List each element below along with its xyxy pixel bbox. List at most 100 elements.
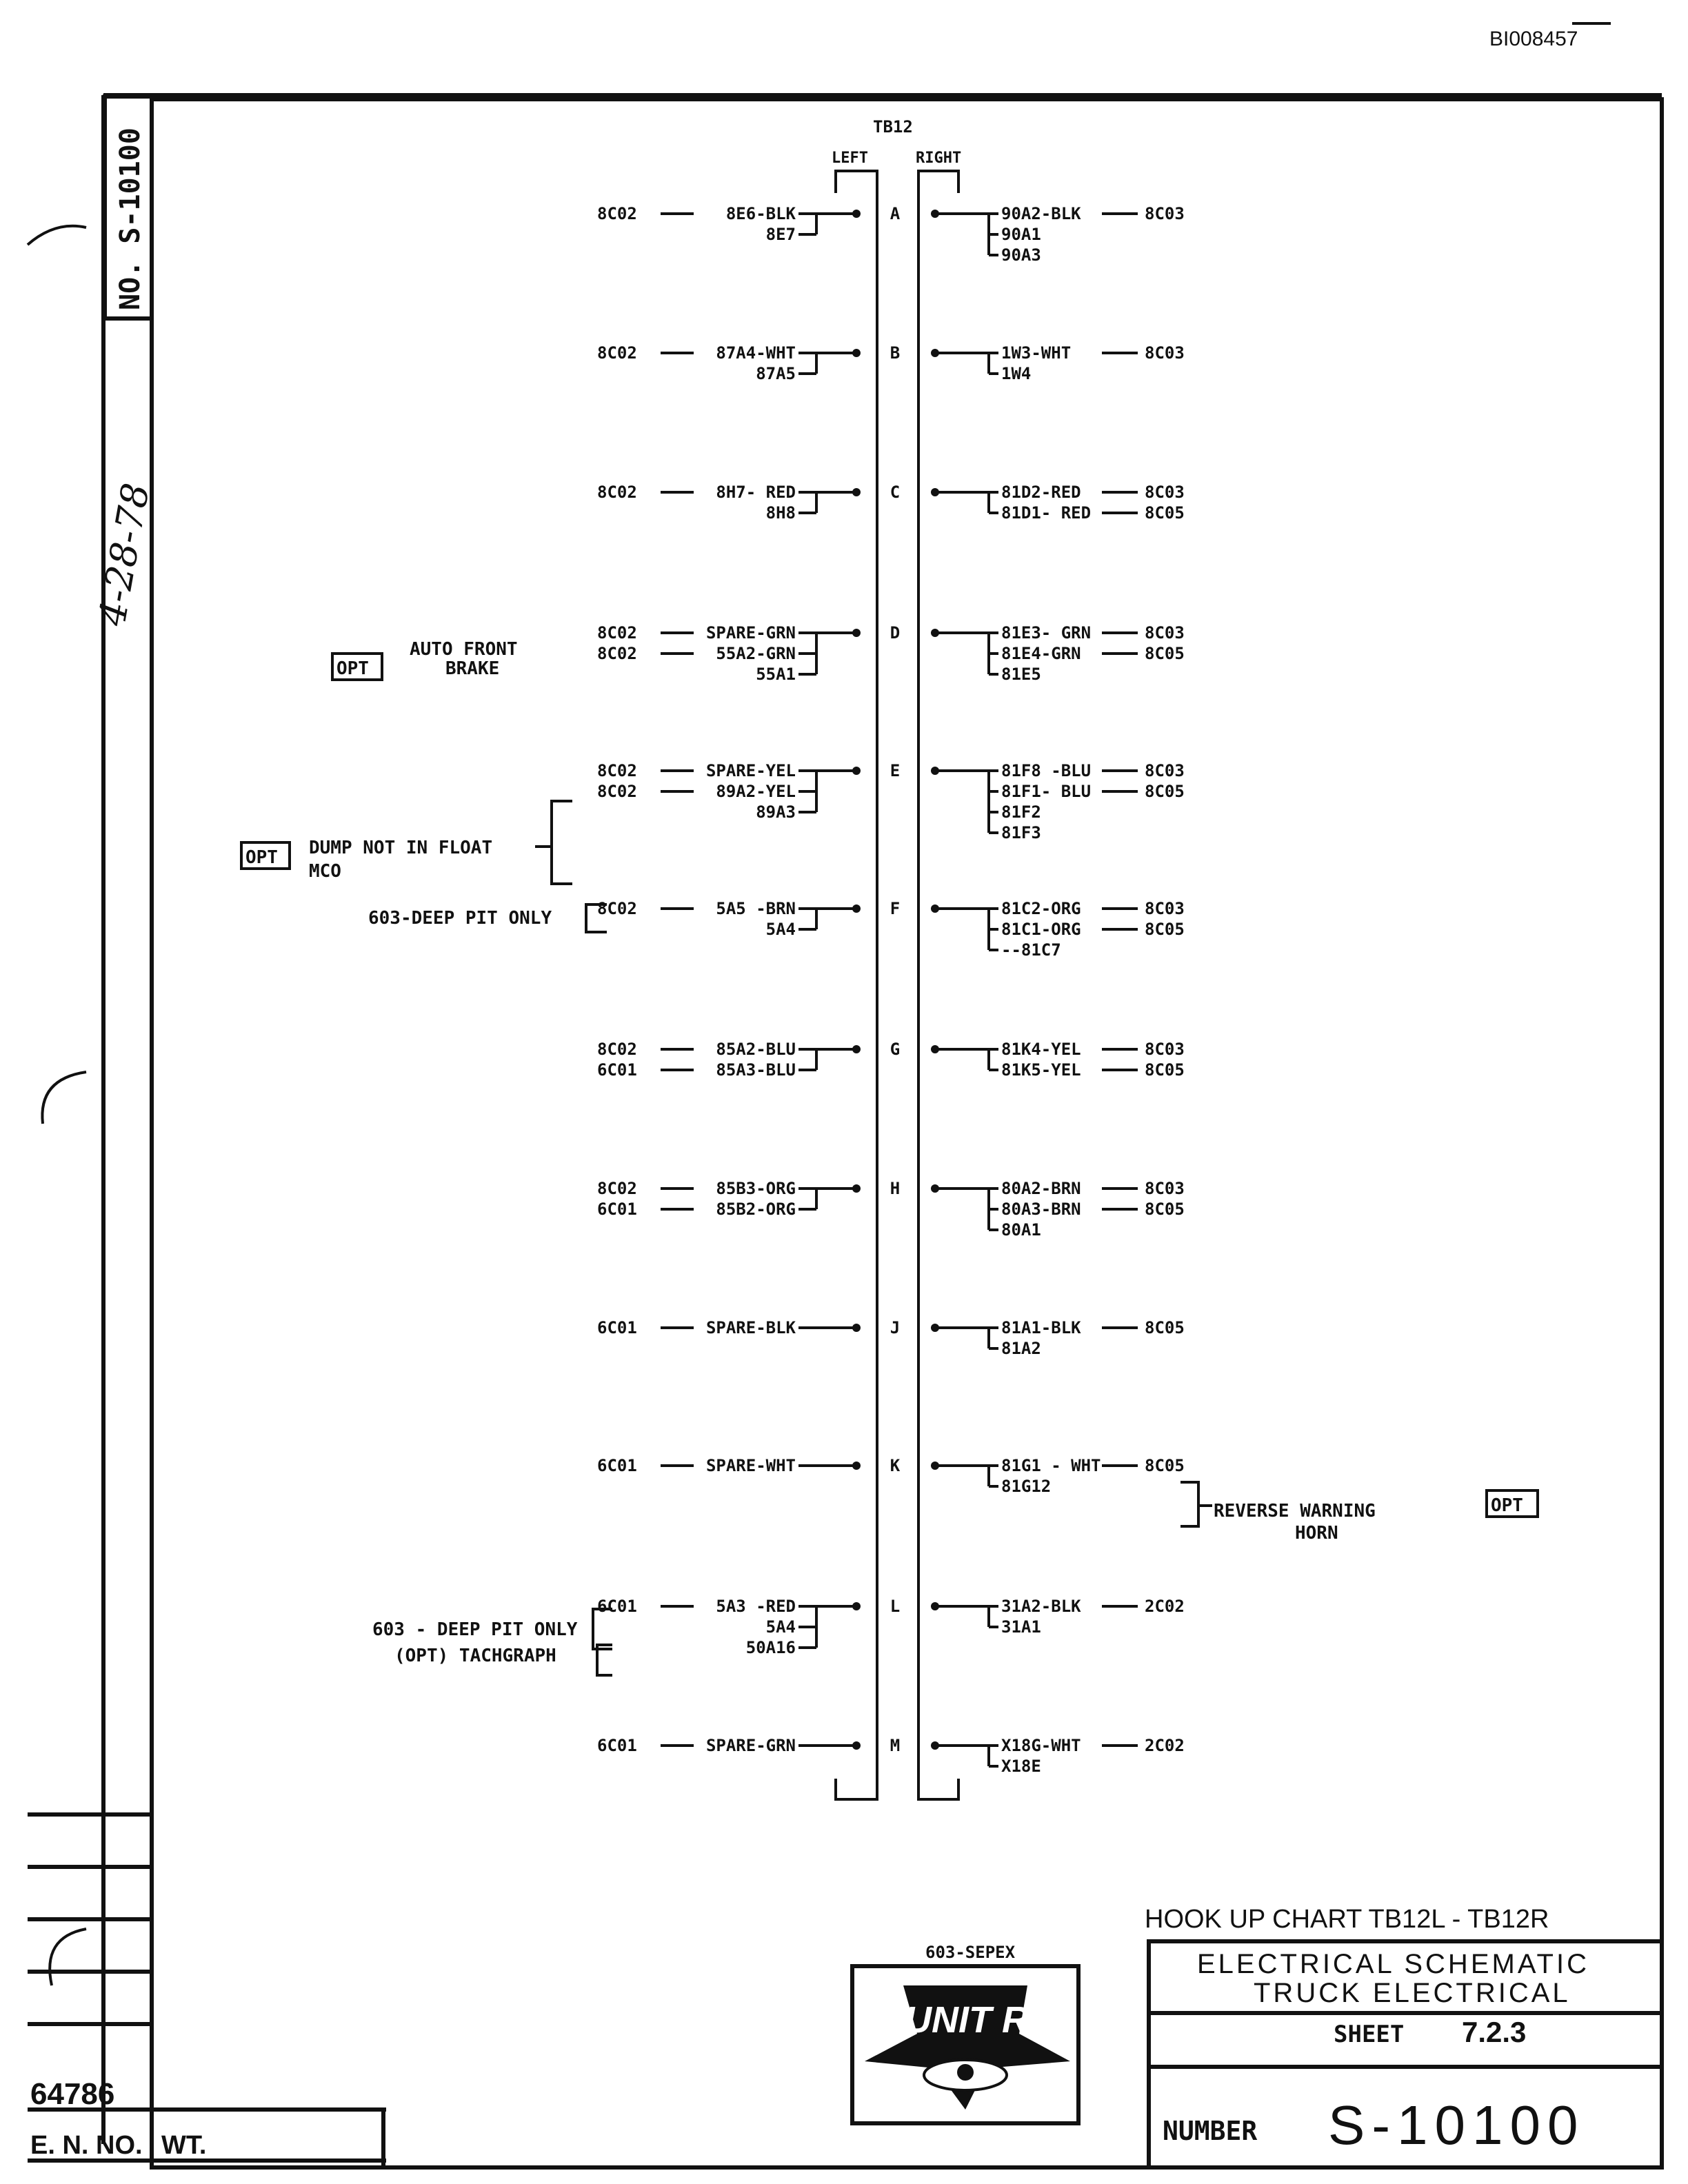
right-wire-label: 90A2-BLK xyxy=(1001,204,1081,223)
right-wire-label: X18G-WHT xyxy=(1001,1736,1081,1755)
reverse-warning-horn-option: REVERSE WARNING HORN OPT xyxy=(1180,1481,1539,1544)
left-wire-label: 5A5 -BRN xyxy=(716,899,796,918)
right-destination: 8C03 xyxy=(1145,204,1185,223)
sheet-value: 7.2.3 xyxy=(1462,2016,1526,2048)
left-wire-label: 8E6-BLK xyxy=(726,204,796,223)
reverse-warning-line1: REVERSE WARNING xyxy=(1214,1501,1376,1521)
terminal-letter: D xyxy=(890,623,900,643)
right-destination: 2C02 xyxy=(1145,1736,1185,1755)
handwritten-date: 4-28-78 xyxy=(90,480,158,629)
right-wire-label: 90A3 xyxy=(1001,245,1041,265)
deep-pit-l-option: 603 - DEEP PIT ONLY (OPT) TACHGRAPH xyxy=(372,1608,612,1677)
right-wire-label: 81A1-BLK xyxy=(1001,1318,1081,1337)
right-wire-label: 81G12 xyxy=(1001,1477,1051,1496)
right-destination: 8C05 xyxy=(1145,920,1185,939)
right-wire-label: 81E5 xyxy=(1001,665,1041,684)
left-wire-label: 8E7 xyxy=(766,225,796,244)
chart-title: HOOK UP CHART TB12L - TB12R xyxy=(1145,1905,1549,1934)
dump-not-in-float-line2: MCO xyxy=(309,861,341,882)
right-destination: 8C03 xyxy=(1145,761,1185,780)
left-wire-label: SPARE-GRN xyxy=(706,1736,796,1755)
weight-label: WT. xyxy=(161,2131,206,2160)
drawing-frame xyxy=(150,97,1664,2170)
left-bus-label: LEFT xyxy=(832,150,868,167)
right-wire-label: 81A2 xyxy=(1001,1339,1041,1358)
opt-tag: OPT xyxy=(336,658,369,679)
left-wire-label: 85B2-ORG xyxy=(716,1200,796,1219)
right-wire-label: 31A2-BLK xyxy=(1001,1597,1081,1616)
left-source: 8C02 xyxy=(597,899,637,918)
en-number-label: E. N. NO. xyxy=(30,2131,143,2160)
right-wire-label: 81G1 - WHT xyxy=(1001,1456,1101,1475)
left-source: 6C01 xyxy=(597,1456,637,1475)
auto-front-brake-option: OPT AUTO FRONT BRAKE xyxy=(331,639,518,681)
left-wire-label: 89A3 xyxy=(756,802,796,822)
terminal-letter: F xyxy=(890,899,900,918)
left-source: 6C01 xyxy=(597,1060,637,1080)
en-number: 64786 xyxy=(30,2077,114,2111)
auto-front-brake-line2: BRAKE xyxy=(445,658,499,679)
terminal-letter: C xyxy=(890,483,900,502)
left-wire-label: 55A1 xyxy=(756,665,796,684)
left-wire-label: 5A4 xyxy=(766,920,796,939)
left-wire-label: 87A4-WHT xyxy=(716,343,796,363)
left-source: 8C02 xyxy=(597,343,637,363)
left-wire-label: 50A16 xyxy=(746,1638,796,1657)
deep-pit-l-label: 603 - DEEP PIT ONLY xyxy=(372,1619,578,1640)
right-destination: 2C02 xyxy=(1145,1597,1185,1616)
right-wire-label: 81F8 -BLU xyxy=(1001,761,1091,780)
right-destination: 8C03 xyxy=(1145,483,1185,502)
terminal-letter: H xyxy=(890,1179,900,1198)
left-wire-label: 85A3-BLU xyxy=(716,1060,796,1080)
left-source: 8C02 xyxy=(597,1179,637,1198)
right-destination: 8C03 xyxy=(1145,899,1185,918)
left-wire-label: 5A3 -RED xyxy=(716,1597,796,1616)
left-wire-label: SPARE-YEL xyxy=(706,761,796,780)
right-wire-label: 1W4 xyxy=(1001,364,1031,383)
terminal-letter: J xyxy=(890,1318,900,1337)
sheet-label: SHEET xyxy=(1334,2021,1404,2048)
right-wire-label: 80A1 xyxy=(1001,1220,1041,1240)
terminal-letter: G xyxy=(890,1040,900,1059)
unit-rig-logo: 603-SEPEX UNIT RIG xyxy=(850,1943,1081,2125)
right-wire-label: 81C2-ORG xyxy=(1001,899,1081,918)
number-value: S-10100 xyxy=(1328,2094,1585,2156)
right-wire-label: 90A1 xyxy=(1001,225,1041,244)
terminal-row-f: F 8C02 5A5 -BRN 5A4 81C2-ORG 8C03 81C1-ORG 8C05… xyxy=(597,899,1185,960)
logo-caption: 603-SEPEX xyxy=(925,1943,1016,1962)
right-wire-label: 81D1- RED xyxy=(1001,503,1091,523)
left-wire-label: 5A4 xyxy=(766,1617,796,1637)
left-source: 8C02 xyxy=(597,204,637,223)
right-destination: 8C03 xyxy=(1145,623,1185,643)
left-source: 8C02 xyxy=(597,623,637,643)
left-source: 6C01 xyxy=(597,1200,637,1219)
right-wire-label: 1W3-WHT xyxy=(1001,343,1071,363)
left-wire-label: 87A5 xyxy=(756,364,796,383)
deep-pit-f-option: 603-DEEP PIT ONLY xyxy=(368,903,607,933)
document-id: BI008457 xyxy=(1489,28,1578,50)
dump-not-in-float-line1: DUMP NOT IN FLOAT xyxy=(309,838,492,858)
terminal-block-buses xyxy=(834,170,960,1801)
schematic-line2: TRUCK ELECTRICAL xyxy=(1254,1978,1571,2008)
right-wire-label: 31A1 xyxy=(1001,1617,1041,1637)
logo-text: UNIT RIG xyxy=(905,1999,1068,2041)
left-wire-label: 85A2-BLU xyxy=(716,1040,796,1059)
deep-pit-f-label: 603-DEEP PIT ONLY xyxy=(368,908,552,929)
number-label: NUMBER xyxy=(1163,2116,1257,2146)
right-wire-label: 81E3- GRN xyxy=(1001,623,1091,643)
right-bus-label: RIGHT xyxy=(916,150,961,167)
left-wire-label: 8H7- RED xyxy=(716,483,796,502)
right-destination: 8C05 xyxy=(1145,1318,1185,1337)
left-source: 6C01 xyxy=(597,1597,637,1616)
right-wire-label: 81C1-ORG xyxy=(1001,920,1081,939)
